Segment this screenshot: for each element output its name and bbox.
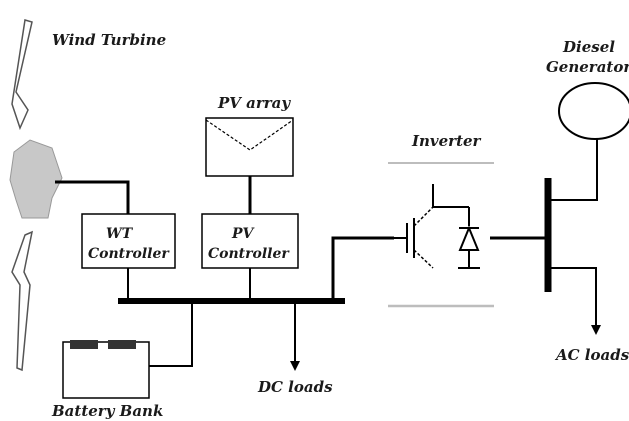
diesel-generator-icon (558, 82, 629, 140)
pv-array-label: PV array (217, 94, 291, 112)
ac-loads-arrow (548, 267, 601, 335)
inverter-switch-icon (394, 184, 480, 269)
turbine-wire (55, 180, 130, 214)
battery-bank-icon (62, 340, 150, 399)
wt-controller-label-line2: Controller (88, 246, 170, 262)
wt-controller-label-line1: WT (106, 226, 134, 242)
wind-turbine-label: Wind Turbine (52, 31, 166, 49)
pv-controller-label-line2: Controller (208, 246, 290, 262)
wind-turbine-icon (9, 19, 63, 372)
dc-loads-label: DC loads (257, 378, 333, 396)
ac-loads-label: AC loads (554, 346, 629, 364)
generator-wire (548, 139, 598, 201)
bus-to-inverter-wire (331, 236, 394, 301)
pv-panel-icon (205, 117, 294, 177)
diesel-generator-label-line2: Generator (546, 58, 629, 76)
pv-controller-box (201, 213, 299, 269)
battery-bank-label: Battery Bank (51, 402, 163, 420)
battery-wire (149, 301, 193, 367)
diesel-generator-label-line1: Diesel (562, 38, 615, 56)
pv-controller-label-line1: PV (231, 226, 256, 242)
inverter-label: Inverter (411, 132, 482, 150)
wt-controller-box (81, 213, 176, 269)
